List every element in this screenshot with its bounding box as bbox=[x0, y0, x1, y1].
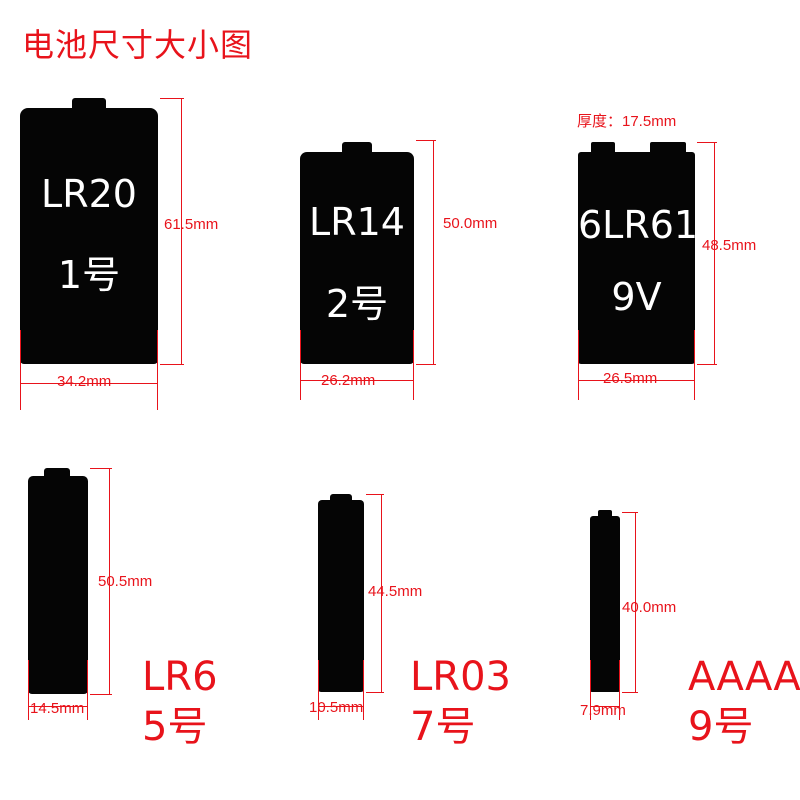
battery-size-label: 5号 bbox=[142, 704, 208, 750]
dim-line bbox=[694, 330, 695, 400]
dim-line bbox=[20, 330, 21, 410]
dim-line bbox=[590, 706, 620, 707]
battery-model-label: LR6 bbox=[142, 654, 218, 700]
battery-model-label: LR03 bbox=[410, 654, 511, 700]
dim-line bbox=[160, 364, 184, 365]
thickness-dimension: 厚度：17.5mm bbox=[577, 113, 677, 130]
battery-body bbox=[28, 476, 88, 694]
height-dimension: 40.0mm bbox=[622, 599, 677, 616]
dim-line bbox=[90, 694, 112, 695]
dim-line bbox=[157, 330, 158, 410]
page-title: 电池尺寸大小图 bbox=[22, 26, 254, 64]
dim-line bbox=[697, 142, 717, 143]
dim-line bbox=[413, 330, 414, 400]
width-dimension: 26.2mm bbox=[321, 372, 376, 389]
dim-line bbox=[300, 330, 301, 400]
dim-line bbox=[416, 364, 436, 365]
dim-line bbox=[619, 660, 620, 720]
dim-line bbox=[318, 706, 364, 707]
battery-size-label: 9V bbox=[611, 275, 662, 319]
battery-body bbox=[300, 152, 414, 364]
dim-line bbox=[366, 692, 384, 693]
dim-line bbox=[363, 660, 364, 720]
dim-line bbox=[366, 494, 384, 495]
battery-model-label: LR14 bbox=[309, 200, 405, 244]
dim-line bbox=[28, 660, 29, 720]
width-dimension: 10.5mm bbox=[309, 699, 364, 716]
battery-body bbox=[318, 500, 364, 692]
width-dimension: 34.2mm bbox=[57, 373, 112, 390]
dim-line bbox=[590, 660, 591, 720]
height-dimension: 44.5mm bbox=[368, 583, 423, 600]
height-dimension: 50.0mm bbox=[443, 215, 498, 232]
width-dimension: 26.5mm bbox=[603, 370, 658, 387]
dim-line bbox=[578, 380, 695, 381]
dim-line bbox=[622, 692, 638, 693]
height-dimension: 50.5mm bbox=[98, 573, 153, 590]
battery-size-label: 1号 bbox=[57, 253, 121, 297]
dim-line bbox=[697, 364, 717, 365]
dim-line bbox=[90, 468, 112, 469]
width-dimension: 7.9mm bbox=[580, 702, 626, 719]
height-dimension: 61.5mm bbox=[164, 216, 219, 233]
battery-body bbox=[590, 516, 620, 692]
dim-line bbox=[578, 330, 579, 400]
dim-line bbox=[160, 98, 184, 99]
dim-line bbox=[300, 380, 414, 381]
dim-line bbox=[318, 660, 319, 720]
dim-line bbox=[714, 142, 715, 364]
dim-line bbox=[381, 494, 382, 692]
battery-body bbox=[578, 152, 695, 364]
dim-line bbox=[109, 468, 110, 694]
dim-line bbox=[20, 383, 158, 384]
dim-line bbox=[416, 140, 436, 141]
battery-model-label: 6LR61 bbox=[578, 203, 699, 247]
dim-line bbox=[28, 706, 88, 707]
battery-size-label: 9号 bbox=[688, 704, 754, 750]
battery-size-label: 7号 bbox=[410, 704, 476, 750]
battery-body bbox=[20, 108, 158, 364]
battery-size-label: 2号 bbox=[325, 282, 389, 326]
dim-line bbox=[635, 512, 636, 692]
dim-line bbox=[622, 512, 638, 513]
dim-line bbox=[181, 98, 182, 364]
dim-line bbox=[433, 140, 434, 364]
height-dimension: 48.5mm bbox=[702, 237, 757, 254]
dim-line bbox=[87, 660, 88, 720]
battery-model-label: LR20 bbox=[41, 172, 137, 216]
width-dimension: 14.5mm bbox=[30, 700, 85, 717]
battery-model-label: AAAA bbox=[688, 654, 800, 700]
